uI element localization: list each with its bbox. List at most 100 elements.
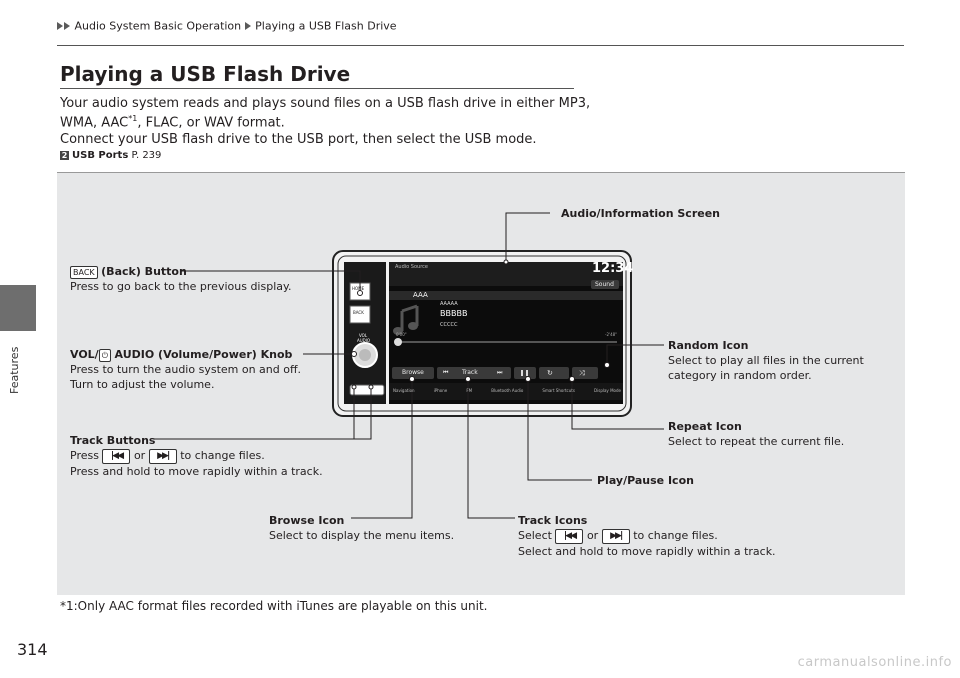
section-label: Features bbox=[8, 346, 21, 394]
vol-knob-desc: Turn to adjust the volume. bbox=[70, 378, 215, 391]
back-button-desc: Press to go back to the previous display… bbox=[70, 280, 292, 293]
music-note-head bbox=[393, 327, 403, 335]
track-icons-text: to change files. bbox=[633, 529, 718, 542]
screen-album: CCCCC bbox=[440, 322, 458, 328]
watermark: carmanualsonline.info bbox=[797, 655, 952, 670]
skip-forward-icon: ▶▶| bbox=[148, 448, 177, 464]
volume-knob-center bbox=[359, 349, 371, 361]
screen-nav-bar bbox=[389, 383, 623, 400]
repeat-icon-callout: Repeat Icon Select to repeat the current… bbox=[668, 419, 844, 449]
track-buttons-text: or bbox=[133, 449, 146, 462]
track-icons-callout: Track Icons Select |◀◀ or ▶▶| to change … bbox=[518, 513, 776, 559]
back-button-title: (Back) Button bbox=[101, 265, 187, 278]
screen-clock: 12:34 bbox=[592, 261, 634, 276]
track-buttons-callout: Track Buttons Press |◀◀ or ▶▶| to change… bbox=[70, 433, 323, 479]
music-note-icon bbox=[400, 304, 419, 331]
breadcrumb-arrow-icon bbox=[57, 22, 63, 30]
footnote-ref: *1 bbox=[128, 114, 138, 123]
sound-button bbox=[591, 280, 619, 289]
screen-folder: AAA bbox=[413, 291, 428, 299]
track-icons-title: Track Icons bbox=[518, 514, 588, 527]
progress-thumb bbox=[394, 338, 402, 346]
track-buttons-desc: Press and hold to move rapidly within a … bbox=[70, 464, 323, 478]
track-button[interactable]: Track bbox=[462, 369, 478, 376]
track-icons-desc: Select and hold to move rapidly within a… bbox=[518, 544, 776, 558]
screen-track: BBBBB bbox=[440, 309, 468, 318]
back-button-label: BACK bbox=[353, 310, 364, 315]
next-track-icon[interactable]: ⏭ bbox=[497, 369, 503, 376]
repeat-icon[interactable]: ↻ bbox=[547, 369, 553, 377]
skip-back-icon: |◀◀ bbox=[102, 448, 131, 464]
nav-item[interactable]: FM bbox=[466, 388, 473, 393]
screen-nav: Navigation iPhone FM Bluetooth Audio Sma… bbox=[393, 385, 621, 397]
browse-button[interactable]: Browse bbox=[402, 369, 424, 376]
music-note-head bbox=[408, 322, 418, 330]
power-icon: ⏻ bbox=[98, 348, 112, 362]
vol-knob-callout: VOL/⏻ AUDIO (Volume/Power) Knob Press to… bbox=[70, 347, 301, 392]
screen-artist: AAAAA bbox=[440, 301, 458, 307]
section-tab bbox=[0, 285, 36, 331]
page-title: Playing a USB Flash Drive bbox=[60, 62, 351, 86]
breadcrumb-arrow-icon bbox=[64, 22, 70, 30]
sound-button-label[interactable]: Sound bbox=[595, 281, 614, 288]
track-buttons bbox=[349, 384, 385, 396]
footnote: *1:Only AAC format files recorded with i… bbox=[60, 599, 488, 613]
leader-browse bbox=[351, 380, 413, 519]
play-pause-button-bg bbox=[514, 367, 536, 379]
leader-random-icon bbox=[606, 344, 664, 365]
audio-label: AUDIO bbox=[357, 338, 371, 343]
leader-repeat-icon bbox=[571, 380, 664, 430]
browse-icon-title: Browse Icon bbox=[269, 514, 345, 527]
nav-item[interactable]: Display Mode bbox=[594, 388, 621, 393]
vol-knob-title: VOL/ bbox=[70, 348, 99, 361]
breadcrumb-arrow-icon bbox=[244, 22, 251, 30]
page-number: 314 bbox=[17, 640, 48, 659]
intro-line: WMA, AAC*1, FLAC, or WAV format. bbox=[60, 114, 285, 130]
screen-elapsed: 0'00" bbox=[396, 332, 407, 337]
head-unit-inner-bezel bbox=[337, 255, 627, 412]
track-icons-text: or bbox=[586, 529, 599, 542]
intro-line: Connect your USB flash drive to the USB … bbox=[60, 132, 537, 147]
random-icon-title: Random Icon bbox=[668, 339, 749, 352]
track-buttons-title: Track Buttons bbox=[70, 434, 156, 447]
xref-label: USB Ports bbox=[72, 150, 129, 161]
leader-play-pause bbox=[527, 380, 592, 481]
track-buttons-text: to change files. bbox=[180, 449, 265, 462]
leader-track-buttons bbox=[153, 388, 355, 440]
vol-label: VOL bbox=[359, 333, 368, 338]
play-pause-callout: Play/Pause Icon bbox=[597, 474, 694, 487]
random-button-bg bbox=[572, 367, 598, 379]
pause-bar bbox=[521, 370, 523, 376]
random-icon[interactable]: ⤨ bbox=[579, 369, 585, 377]
breadcrumb-item[interactable]: Audio System Basic Operation bbox=[74, 19, 242, 33]
xref-arrow-icon: 2 bbox=[60, 151, 69, 160]
skip-forward-icon: ▶▶| bbox=[601, 528, 630, 544]
track-button-bg bbox=[437, 367, 511, 379]
title-divider bbox=[60, 88, 574, 89]
nav-item[interactable]: Smart Shortcuts bbox=[542, 388, 575, 393]
nav-item[interactable]: iPhone bbox=[433, 388, 448, 393]
vol-knob-title: AUDIO (Volume/Power) Knob bbox=[114, 348, 293, 361]
leader-audio-screen bbox=[505, 212, 550, 261]
intro-line: Your audio system reads and plays sound … bbox=[60, 96, 591, 111]
vol-knob-desc: Press to turn the audio system on and of… bbox=[70, 363, 302, 376]
track-buttons-text: Press bbox=[70, 449, 99, 462]
breadcrumb-item[interactable]: Playing a USB Flash Drive bbox=[255, 19, 397, 33]
xref-page: P. 239 bbox=[131, 150, 162, 161]
track-icons-text: Select bbox=[518, 529, 552, 542]
prev-track-icon[interactable]: ⏮ bbox=[443, 369, 449, 376]
leader-lines bbox=[153, 212, 664, 519]
nav-item[interactable]: Bluetooth Audio bbox=[491, 388, 524, 393]
figure-panel: Audio Source 12:34 Sound AAA AAAAA BBBBB… bbox=[57, 172, 905, 595]
home-button-label: HOME bbox=[352, 286, 365, 291]
nav-item[interactable]: Navigation bbox=[393, 388, 415, 393]
folder-bar bbox=[389, 291, 623, 300]
screen-header bbox=[389, 262, 623, 286]
screen-source-label: Audio Source bbox=[395, 264, 428, 270]
browse-icon-callout: Browse Icon Select to display the menu i… bbox=[269, 513, 454, 543]
back-button-icon: BACK bbox=[70, 265, 98, 279]
intro-text: , FLAC, or WAV format. bbox=[137, 115, 285, 131]
repeat-button-bg bbox=[539, 367, 569, 379]
audio-unit-illustration bbox=[153, 212, 664, 519]
